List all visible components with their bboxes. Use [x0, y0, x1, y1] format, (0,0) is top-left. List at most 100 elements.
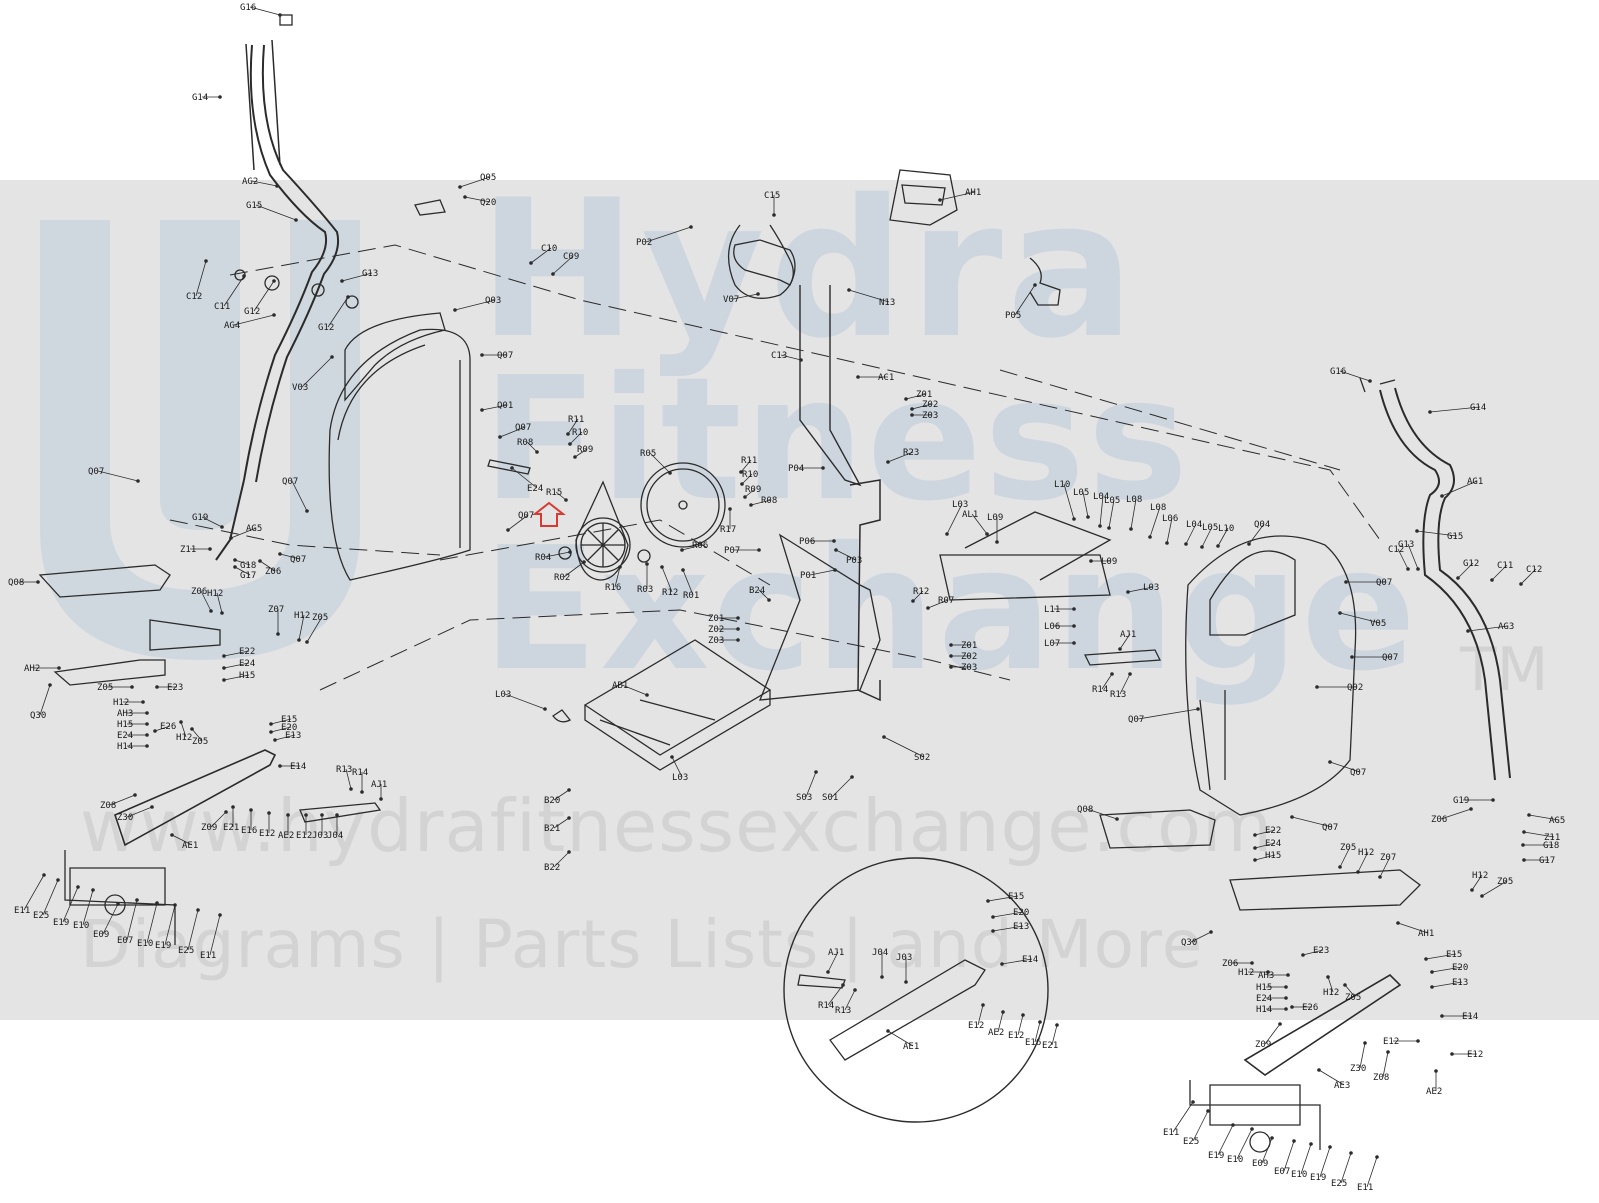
part-label-e07: E07 — [117, 936, 133, 946]
leader-dot — [756, 292, 760, 296]
leader-dot — [1315, 685, 1319, 689]
part-label-l05: L05 — [1202, 523, 1218, 533]
part-label-r14: R14 — [818, 1001, 834, 1011]
leader-line — [298, 614, 305, 641]
leader-dot — [1386, 1050, 1390, 1054]
leader-dot — [269, 722, 273, 726]
part-label-z11: Z11 — [1544, 833, 1560, 843]
leader-dot — [938, 198, 942, 202]
leader-dot — [736, 616, 740, 620]
leader-line — [1099, 495, 1104, 527]
part-label-e20: E20 — [1452, 963, 1468, 973]
leader-dot — [856, 375, 860, 379]
leader-line — [1471, 874, 1483, 891]
right-grip — [1359, 377, 1396, 393]
leader-line — [1034, 1021, 1041, 1043]
part-label-h15: H15 — [1265, 851, 1281, 861]
part-label-z02: Z02 — [708, 625, 724, 635]
leader-dot — [1430, 970, 1434, 974]
part-label-q07: Q07 — [1350, 768, 1366, 778]
leader-line — [1014, 284, 1036, 316]
leader-dot — [880, 975, 884, 979]
leader-dot — [668, 471, 672, 475]
part-label-g13: G13 — [1398, 540, 1414, 550]
leader-line — [1429, 406, 1481, 413]
part-label-r12: R12 — [662, 588, 678, 598]
leader-line — [997, 1011, 1004, 1033]
part-label-al1: AL1 — [962, 510, 978, 520]
leader-dot — [48, 683, 52, 687]
part-label-q03: Q03 — [485, 296, 501, 306]
watermark-line-3: Exchange — [482, 511, 1419, 709]
leader-dot — [910, 407, 914, 411]
leader-line — [552, 255, 574, 275]
leader-dot — [276, 632, 280, 636]
grip-left — [245, 39, 281, 171]
leader-line — [1528, 814, 1560, 821]
part-label-r09: R09 — [745, 485, 761, 495]
part-label-c10: C10 — [541, 244, 557, 254]
part-label-g17: G17 — [240, 571, 256, 581]
part-label-c15: C15 — [764, 191, 780, 201]
leader-dot — [1521, 843, 1525, 847]
leader-dot — [904, 397, 908, 401]
part-label-ae1: AE1 — [903, 1042, 919, 1052]
leader-line — [1431, 966, 1463, 973]
leader-dot — [1450, 1052, 1454, 1056]
part-label-g13: G13 — [362, 269, 378, 279]
part-label-ag2: AG2 — [242, 177, 258, 187]
leader-line — [187, 909, 199, 951]
leader-dot — [1290, 1005, 1294, 1009]
leader-dot — [1089, 559, 1093, 563]
leader-dot — [510, 466, 514, 470]
leader-dot — [618, 565, 622, 569]
bushing — [345, 295, 359, 309]
leader-line — [1339, 846, 1351, 868]
part-label-e10: E10 — [1227, 1155, 1243, 1165]
leader-dot — [218, 95, 222, 99]
part-label-g16: G16 — [1330, 367, 1346, 377]
leader-dot — [799, 358, 803, 362]
part-label-l08: L08 — [1126, 495, 1142, 505]
part-label-z06: Z06 — [191, 587, 207, 597]
leader-dot — [76, 885, 80, 889]
leader-line — [341, 272, 373, 282]
part-label-q07: Q07 — [88, 467, 104, 477]
leader-dot — [1107, 526, 1111, 530]
leader-dot — [224, 810, 228, 814]
left-handlebar-tube-edge — [255, 44, 340, 483]
part-label-p03: P03 — [846, 556, 862, 566]
leader-line — [62, 886, 79, 923]
part-label-e15: E15 — [1446, 950, 1462, 960]
leader-dot — [1072, 517, 1076, 521]
part-label-g14: G14 — [1470, 403, 1486, 413]
part-label-z07: Z07 — [268, 605, 284, 615]
right-pedal — [1099, 809, 1216, 849]
leader-dot — [1231, 1123, 1235, 1127]
part-label-g12: G12 — [244, 307, 260, 317]
leader-line — [645, 226, 692, 243]
leader-dot — [991, 929, 995, 933]
leader-dot — [458, 185, 462, 189]
leader-line — [1254, 854, 1276, 861]
leader-dot — [1250, 1127, 1254, 1131]
leader-line — [1127, 586, 1154, 593]
leader-dot — [1110, 672, 1114, 676]
part-label-j03: J03 — [312, 831, 328, 841]
part-label-ah3: AH3 — [117, 709, 133, 719]
leader-line — [544, 551, 571, 558]
leader-dot — [498, 435, 502, 439]
part-label-e14: E14 — [290, 762, 306, 772]
wheel-cap — [552, 709, 572, 723]
leader-dot — [757, 548, 761, 552]
left-pedal-arm — [53, 659, 166, 686]
leader-line — [126, 899, 138, 941]
part-label-l07: L07 — [1044, 639, 1060, 649]
part-label-e12: E12 — [1467, 1050, 1483, 1060]
part-label-g14: G14 — [192, 93, 208, 103]
leader-dot — [1378, 875, 1382, 879]
leader-line — [459, 176, 491, 188]
leader-dot — [1253, 846, 1257, 850]
leader-dot — [1490, 578, 1494, 582]
leader-dot — [1317, 1068, 1321, 1072]
